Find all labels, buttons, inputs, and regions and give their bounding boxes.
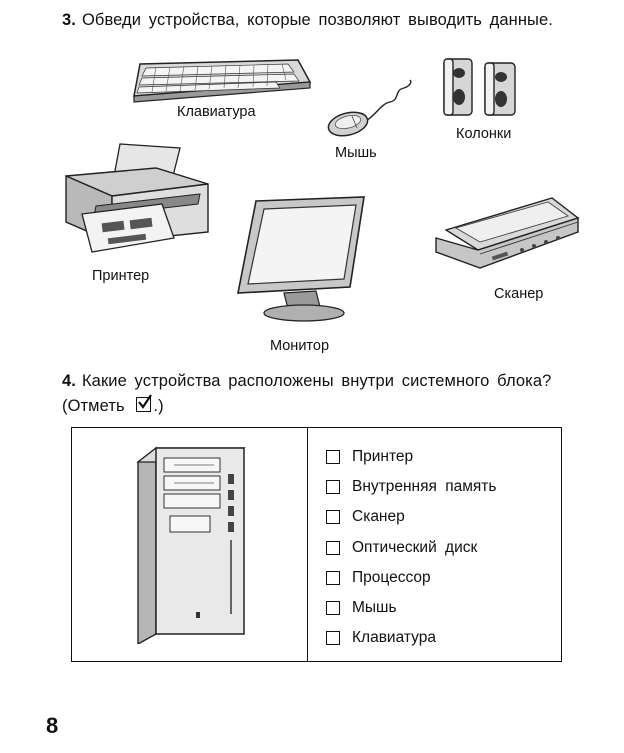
printer-icon[interactable] — [52, 140, 212, 265]
option-mouse[interactable]: Мышь — [326, 593, 496, 623]
speakers-label: Колонки — [456, 126, 512, 142]
keyboard-label: Клавиатура — [177, 104, 256, 120]
table-divider — [307, 428, 308, 661]
option-label: Принтер — [352, 448, 414, 466]
task-4-question: Какие устройства расположены внутри сист… — [81, 372, 552, 390]
task-4-number: 4. — [62, 372, 76, 390]
scanner-label: Сканер — [494, 286, 544, 302]
task-4-note-open: (Отметь — [62, 397, 125, 415]
option-checkbox[interactable] — [326, 480, 340, 495]
task-3-heading: 3. Обведи устройства, которые позволяют в… — [62, 8, 602, 33]
scanner-icon[interactable] — [432, 188, 582, 283]
keyboard-icon[interactable] — [126, 58, 312, 109]
option-printer[interactable]: Принтер — [326, 442, 496, 472]
monitor-label: Монитор — [270, 338, 330, 354]
devices-illustration: Клавиатура Мышь Колонки — [38, 40, 590, 360]
option-keyboard[interactable]: Клавиатура — [326, 623, 496, 653]
option-label: Клавиатура — [352, 629, 436, 647]
option-checkbox[interactable] — [326, 450, 340, 465]
option-optical-disc[interactable]: Оптический диск — [326, 533, 496, 563]
checkbox-checked-icon — [136, 394, 153, 412]
option-checkbox[interactable] — [326, 510, 340, 525]
options-list: Принтер Внутренняя память Сканер Оптичес… — [326, 442, 496, 653]
option-checkbox[interactable] — [326, 570, 340, 585]
option-processor[interactable]: Процессор — [326, 563, 496, 593]
task-4-note-close: .) — [153, 397, 164, 415]
option-label: Оптический диск — [352, 538, 478, 556]
task-4-heading: 4. Какие устройства расположены внутри си… — [62, 369, 602, 419]
option-label: Внутренняя память — [352, 478, 497, 496]
system-unit-icon — [136, 444, 248, 649]
task-4-instruction: (Отметь .) — [62, 394, 602, 419]
option-label: Сканер — [352, 508, 405, 526]
printer-label: Принтер — [92, 268, 150, 284]
task-3-number: 3. — [62, 11, 76, 29]
task-3-text: Обведи устройства, которые позволяют выв… — [81, 11, 553, 29]
option-checkbox[interactable] — [326, 631, 340, 646]
option-checkbox[interactable] — [326, 601, 340, 616]
monitor-icon[interactable] — [234, 195, 374, 332]
option-label: Процессор — [352, 568, 431, 586]
answer-table: Принтер Внутренняя память Сканер Оптичес… — [71, 427, 562, 662]
mouse-icon[interactable] — [324, 78, 416, 145]
option-scanner[interactable]: Сканер — [326, 502, 496, 532]
option-label: Мышь — [352, 599, 397, 617]
mouse-label: Мышь — [335, 145, 377, 161]
option-internal-memory[interactable]: Внутренняя память — [326, 472, 496, 502]
option-checkbox[interactable] — [326, 540, 340, 555]
page-number: 8 — [46, 713, 59, 738]
speakers-icon[interactable] — [441, 53, 521, 124]
